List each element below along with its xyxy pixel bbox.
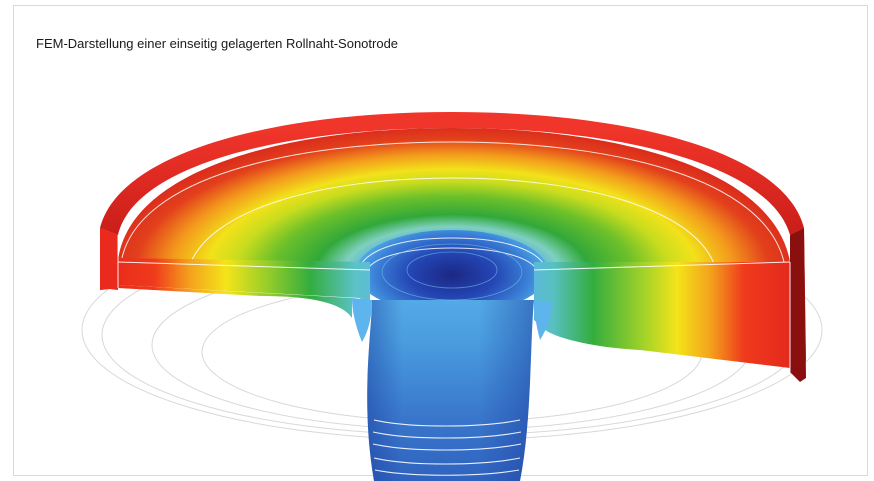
shaft-rings (372, 419, 522, 476)
fillet-right (534, 300, 552, 340)
fillet-left (352, 298, 372, 342)
cut-face-edges (117, 235, 791, 372)
cut-face-left (100, 228, 352, 318)
cut-face-right-body (534, 228, 806, 380)
rim-left-face (100, 228, 118, 290)
hub-contours (381, 243, 523, 301)
rim-right-edge (790, 228, 806, 382)
disc-top-surface (118, 128, 790, 285)
contour-lines (121, 141, 785, 277)
cut-face-left-body (100, 230, 370, 320)
rim-back-wall (100, 112, 804, 235)
figure-caption: FEM-Darstellung einer einseitig gelagert… (36, 36, 399, 51)
hub-top (356, 230, 548, 314)
